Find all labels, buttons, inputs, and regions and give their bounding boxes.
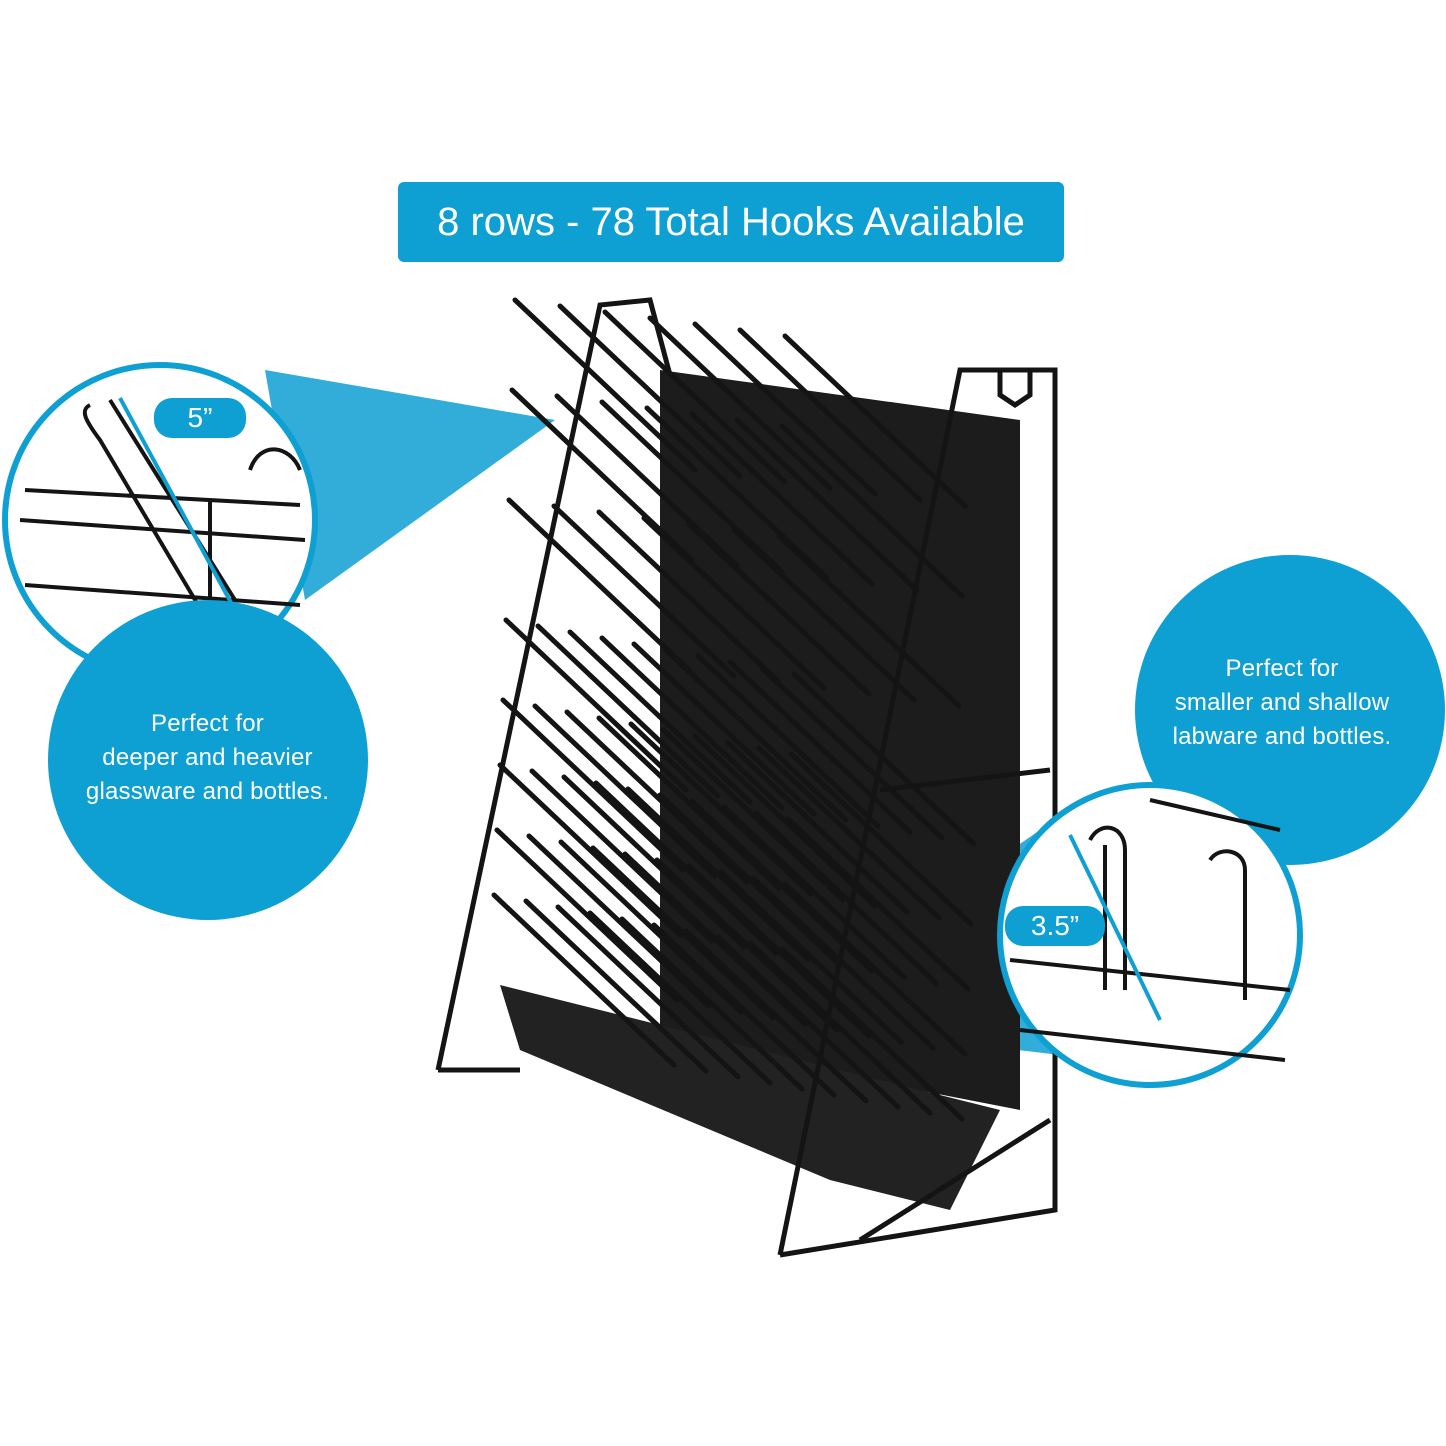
hook [602, 309, 788, 485]
hook [596, 509, 782, 685]
hook [641, 515, 827, 691]
hook [596, 715, 782, 891]
hook [506, 497, 692, 673]
hook [756, 745, 942, 921]
left-callout-beam [265, 370, 555, 600]
hook [557, 303, 743, 479]
hook [791, 671, 977, 847]
hook [686, 521, 872, 697]
hook [654, 857, 840, 1033]
callout-line: deeper and heavier [102, 744, 313, 771]
callout-line: Perfect for [151, 710, 264, 737]
hook [628, 721, 814, 897]
hook [561, 774, 747, 950]
hook [782, 881, 968, 1057]
callout-line: Perfect for [1225, 655, 1339, 682]
hook [737, 327, 923, 503]
hook [731, 527, 917, 703]
deep-hook-callout-text: Perfect for deeper and heavier glassware… [50, 707, 365, 809]
hook [503, 617, 689, 793]
hook [647, 315, 833, 491]
hook [491, 892, 677, 1068]
hook [494, 827, 680, 1003]
hook [526, 833, 712, 1009]
hook [779, 423, 965, 599]
hook [785, 816, 971, 992]
hook [721, 804, 907, 980]
hook [689, 411, 875, 587]
hook [500, 697, 686, 873]
hook [631, 641, 817, 817]
drip-tray [500, 985, 1000, 1210]
hook [695, 653, 881, 829]
hook [532, 703, 718, 879]
hook [555, 904, 741, 1080]
callout-line: glassware and bottles. [85, 778, 330, 805]
headline-banner: 8 rows - 78 Total Hooks Available [398, 182, 1064, 262]
hook [497, 762, 683, 938]
hook [759, 665, 945, 841]
hook [750, 875, 936, 1051]
hook [776, 533, 962, 709]
hook-rows [491, 297, 977, 1122]
left-zoom-lens [2, 362, 318, 678]
hook [593, 780, 779, 956]
hook [782, 333, 968, 509]
hook [625, 786, 811, 962]
hook [619, 916, 805, 1092]
hook [590, 845, 776, 1021]
right-text-bubble [1135, 555, 1445, 865]
hook [551, 503, 737, 679]
hook [512, 297, 698, 473]
hook [523, 898, 709, 1074]
hook [686, 863, 872, 1039]
hook [651, 922, 837, 1098]
hook [657, 792, 843, 968]
hook [718, 869, 904, 1045]
hook [734, 417, 920, 593]
right-zoom-lens [997, 782, 1303, 1088]
hook [660, 727, 846, 903]
hook [692, 733, 878, 909]
hook [558, 839, 744, 1015]
hook [564, 709, 750, 885]
callout-line: smaller and shallow [1174, 689, 1390, 716]
hook [747, 940, 933, 1116]
hook [727, 659, 913, 835]
hook [788, 751, 974, 927]
hook [724, 739, 910, 915]
hook [779, 946, 965, 1122]
hook [567, 629, 753, 805]
deep-hook-dimension-label: 5” [154, 398, 246, 438]
hook [535, 623, 721, 799]
hook [753, 810, 939, 986]
hook [587, 910, 773, 1086]
callout-line: labware and bottles. [1172, 723, 1392, 750]
hook [622, 851, 808, 1027]
shallow-hook-callout-text: Perfect for smaller and shallow labware … [1132, 652, 1432, 754]
hook [663, 647, 849, 823]
left-text-bubble [48, 600, 368, 920]
hook [692, 321, 878, 497]
rack-frame [435, 297, 1058, 1258]
hook [529, 768, 715, 944]
hook [715, 934, 901, 1110]
shallow-hook-dimension-label: 3.5” [1005, 906, 1105, 946]
hook [599, 635, 785, 811]
hook [683, 928, 869, 1104]
